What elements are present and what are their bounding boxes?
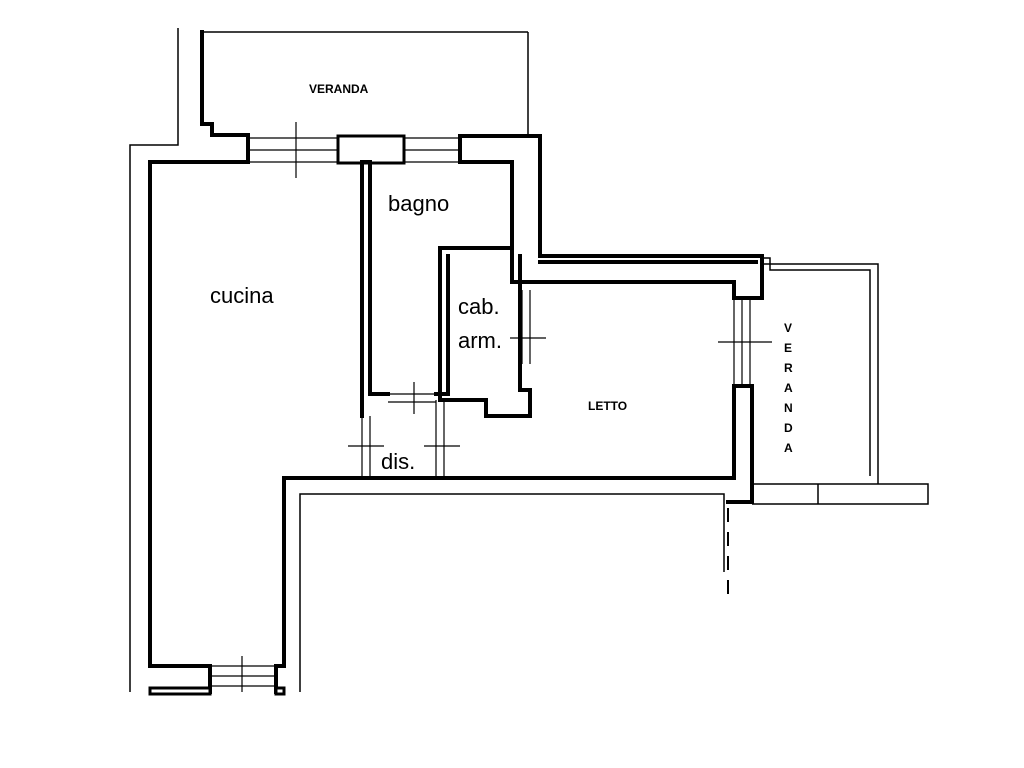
veranda-side-letter: A (784, 441, 793, 455)
label-bagno: bagno (388, 191, 449, 216)
window-cucina-bottom (148, 656, 286, 696)
door-dis-left (348, 416, 384, 478)
veranda-side-letter: R (784, 361, 793, 375)
veranda-side-letter: D (784, 421, 793, 435)
veranda-side-letter: A (784, 381, 793, 395)
wall-pier-top (336, 134, 406, 165)
door-dis-right (424, 400, 460, 478)
veranda-side-letter: E (784, 341, 792, 355)
window-top-left (248, 122, 338, 178)
label-letto: LETTO (588, 399, 627, 413)
label-veranda-side: V E R A N D A (784, 321, 793, 455)
outer-building-lines (129, 28, 179, 692)
label-cab: cab. (458, 294, 500, 319)
label-cucina: cucina (210, 283, 274, 308)
window-letto-right (718, 298, 772, 386)
veranda-top-walls (200, 30, 529, 164)
label-arm: arm. (458, 328, 502, 353)
window-top-right (404, 137, 460, 163)
label-dis: dis. (381, 449, 415, 474)
veranda-side-letter: V (784, 321, 792, 335)
veranda-right (727, 257, 929, 600)
veranda-side-letter: N (784, 401, 793, 415)
door-bagno (388, 382, 436, 414)
label-veranda-top: VERANDA (309, 82, 369, 96)
main-walls (148, 134, 764, 694)
door-cab-arm (510, 290, 546, 364)
